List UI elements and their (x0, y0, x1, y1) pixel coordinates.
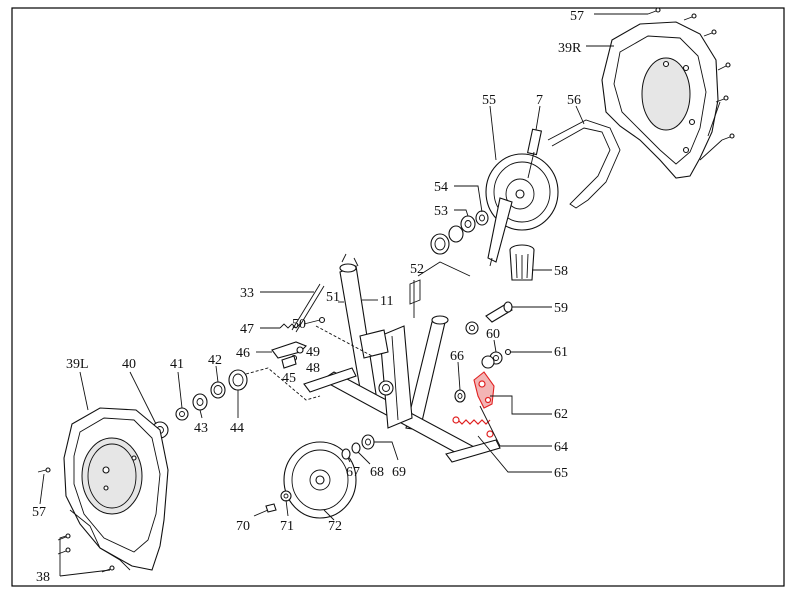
callout-71: 71 (280, 519, 294, 534)
cable-33 (291, 283, 325, 333)
callout-59: 59 (554, 301, 568, 316)
callout-50: 50 (292, 317, 306, 332)
belt-56 (547, 119, 621, 209)
axle-7 (526, 128, 543, 179)
callout-62: 62 (554, 407, 568, 422)
screw-group-57-top (647, 7, 735, 141)
post-cap-58 (509, 244, 535, 281)
ring-42 (210, 381, 226, 399)
callout-61: 61 (554, 345, 568, 360)
callout-47: 47 (240, 322, 254, 337)
callout-56: 56 (567, 93, 581, 108)
callout-70: 70 (236, 519, 250, 534)
callout-55: 55 (482, 93, 496, 108)
callout-44: 44 (230, 421, 244, 436)
callout-39L: 39L (66, 357, 89, 372)
washer-71 (280, 490, 292, 502)
callout-57-bottom: 57 (32, 505, 46, 520)
callout-65: 65 (554, 466, 568, 481)
dashed-axis-center (315, 325, 373, 357)
washer-66 (454, 389, 466, 403)
callout-42: 42 (208, 353, 222, 368)
callout-labels: 57 39R 55 7 56 54 53 52 58 33 51 11 59 4… (32, 9, 584, 585)
nut-67 (341, 448, 351, 460)
callout-66: 66 (450, 349, 464, 364)
nut-49 (296, 346, 304, 354)
callout-67: 67 (346, 465, 360, 480)
callout-52: 52 (410, 262, 424, 277)
callout-64: 64 (554, 440, 568, 455)
bearing-69 (361, 434, 375, 450)
callout-39R: 39R (558, 41, 582, 56)
bearing-53 (460, 215, 476, 233)
callout-43: 43 (194, 421, 208, 436)
idler-arm-62 (473, 371, 495, 409)
bolt-70 (265, 503, 277, 513)
callout-58: 58 (554, 264, 568, 279)
screw-50 (318, 316, 326, 324)
callout-45: 45 (282, 371, 296, 386)
callout-7: 7 (536, 93, 543, 108)
callout-53: 53 (434, 204, 448, 219)
callout-60: 60 (486, 327, 500, 342)
diagram-border (11, 7, 785, 587)
bearing-54 (475, 210, 489, 226)
callout-48: 48 (306, 361, 320, 376)
spring-47 (279, 323, 301, 329)
callout-68: 68 (370, 465, 384, 480)
callout-54: 54 (434, 180, 448, 195)
block-45 (281, 355, 297, 369)
callout-40: 40 (122, 357, 136, 372)
callout-41: 41 (170, 357, 184, 372)
bearing-60 (481, 351, 503, 369)
left-shroud-39L (63, 407, 169, 571)
leader-lines (39, 13, 648, 577)
shaft-59 (485, 301, 513, 323)
callout-46: 46 (236, 346, 250, 361)
wheel-72 (283, 441, 357, 519)
callout-69: 69 (392, 465, 406, 480)
crank-arm-52 (487, 197, 513, 267)
callout-11: 11 (380, 294, 393, 309)
right-shroud-39R (601, 21, 723, 179)
callout-38: 38 (36, 570, 50, 585)
washer-68 (351, 442, 361, 454)
washer-41 (175, 407, 189, 421)
nut-61 (504, 348, 512, 356)
callout-49: 49 (306, 345, 320, 360)
main-frame (303, 253, 501, 463)
bearing-near-59 (465, 321, 479, 335)
callout-72: 72 (328, 519, 342, 534)
bearing-43 (192, 393, 208, 411)
ring-near-53 (430, 225, 464, 255)
dashed-axis-left (245, 367, 321, 401)
callout-57-top: 57 (570, 9, 584, 24)
callout-51: 51 (326, 290, 340, 305)
bushing-44 (228, 369, 248, 391)
callout-33: 33 (240, 286, 254, 301)
screw-group-left (37, 467, 115, 573)
